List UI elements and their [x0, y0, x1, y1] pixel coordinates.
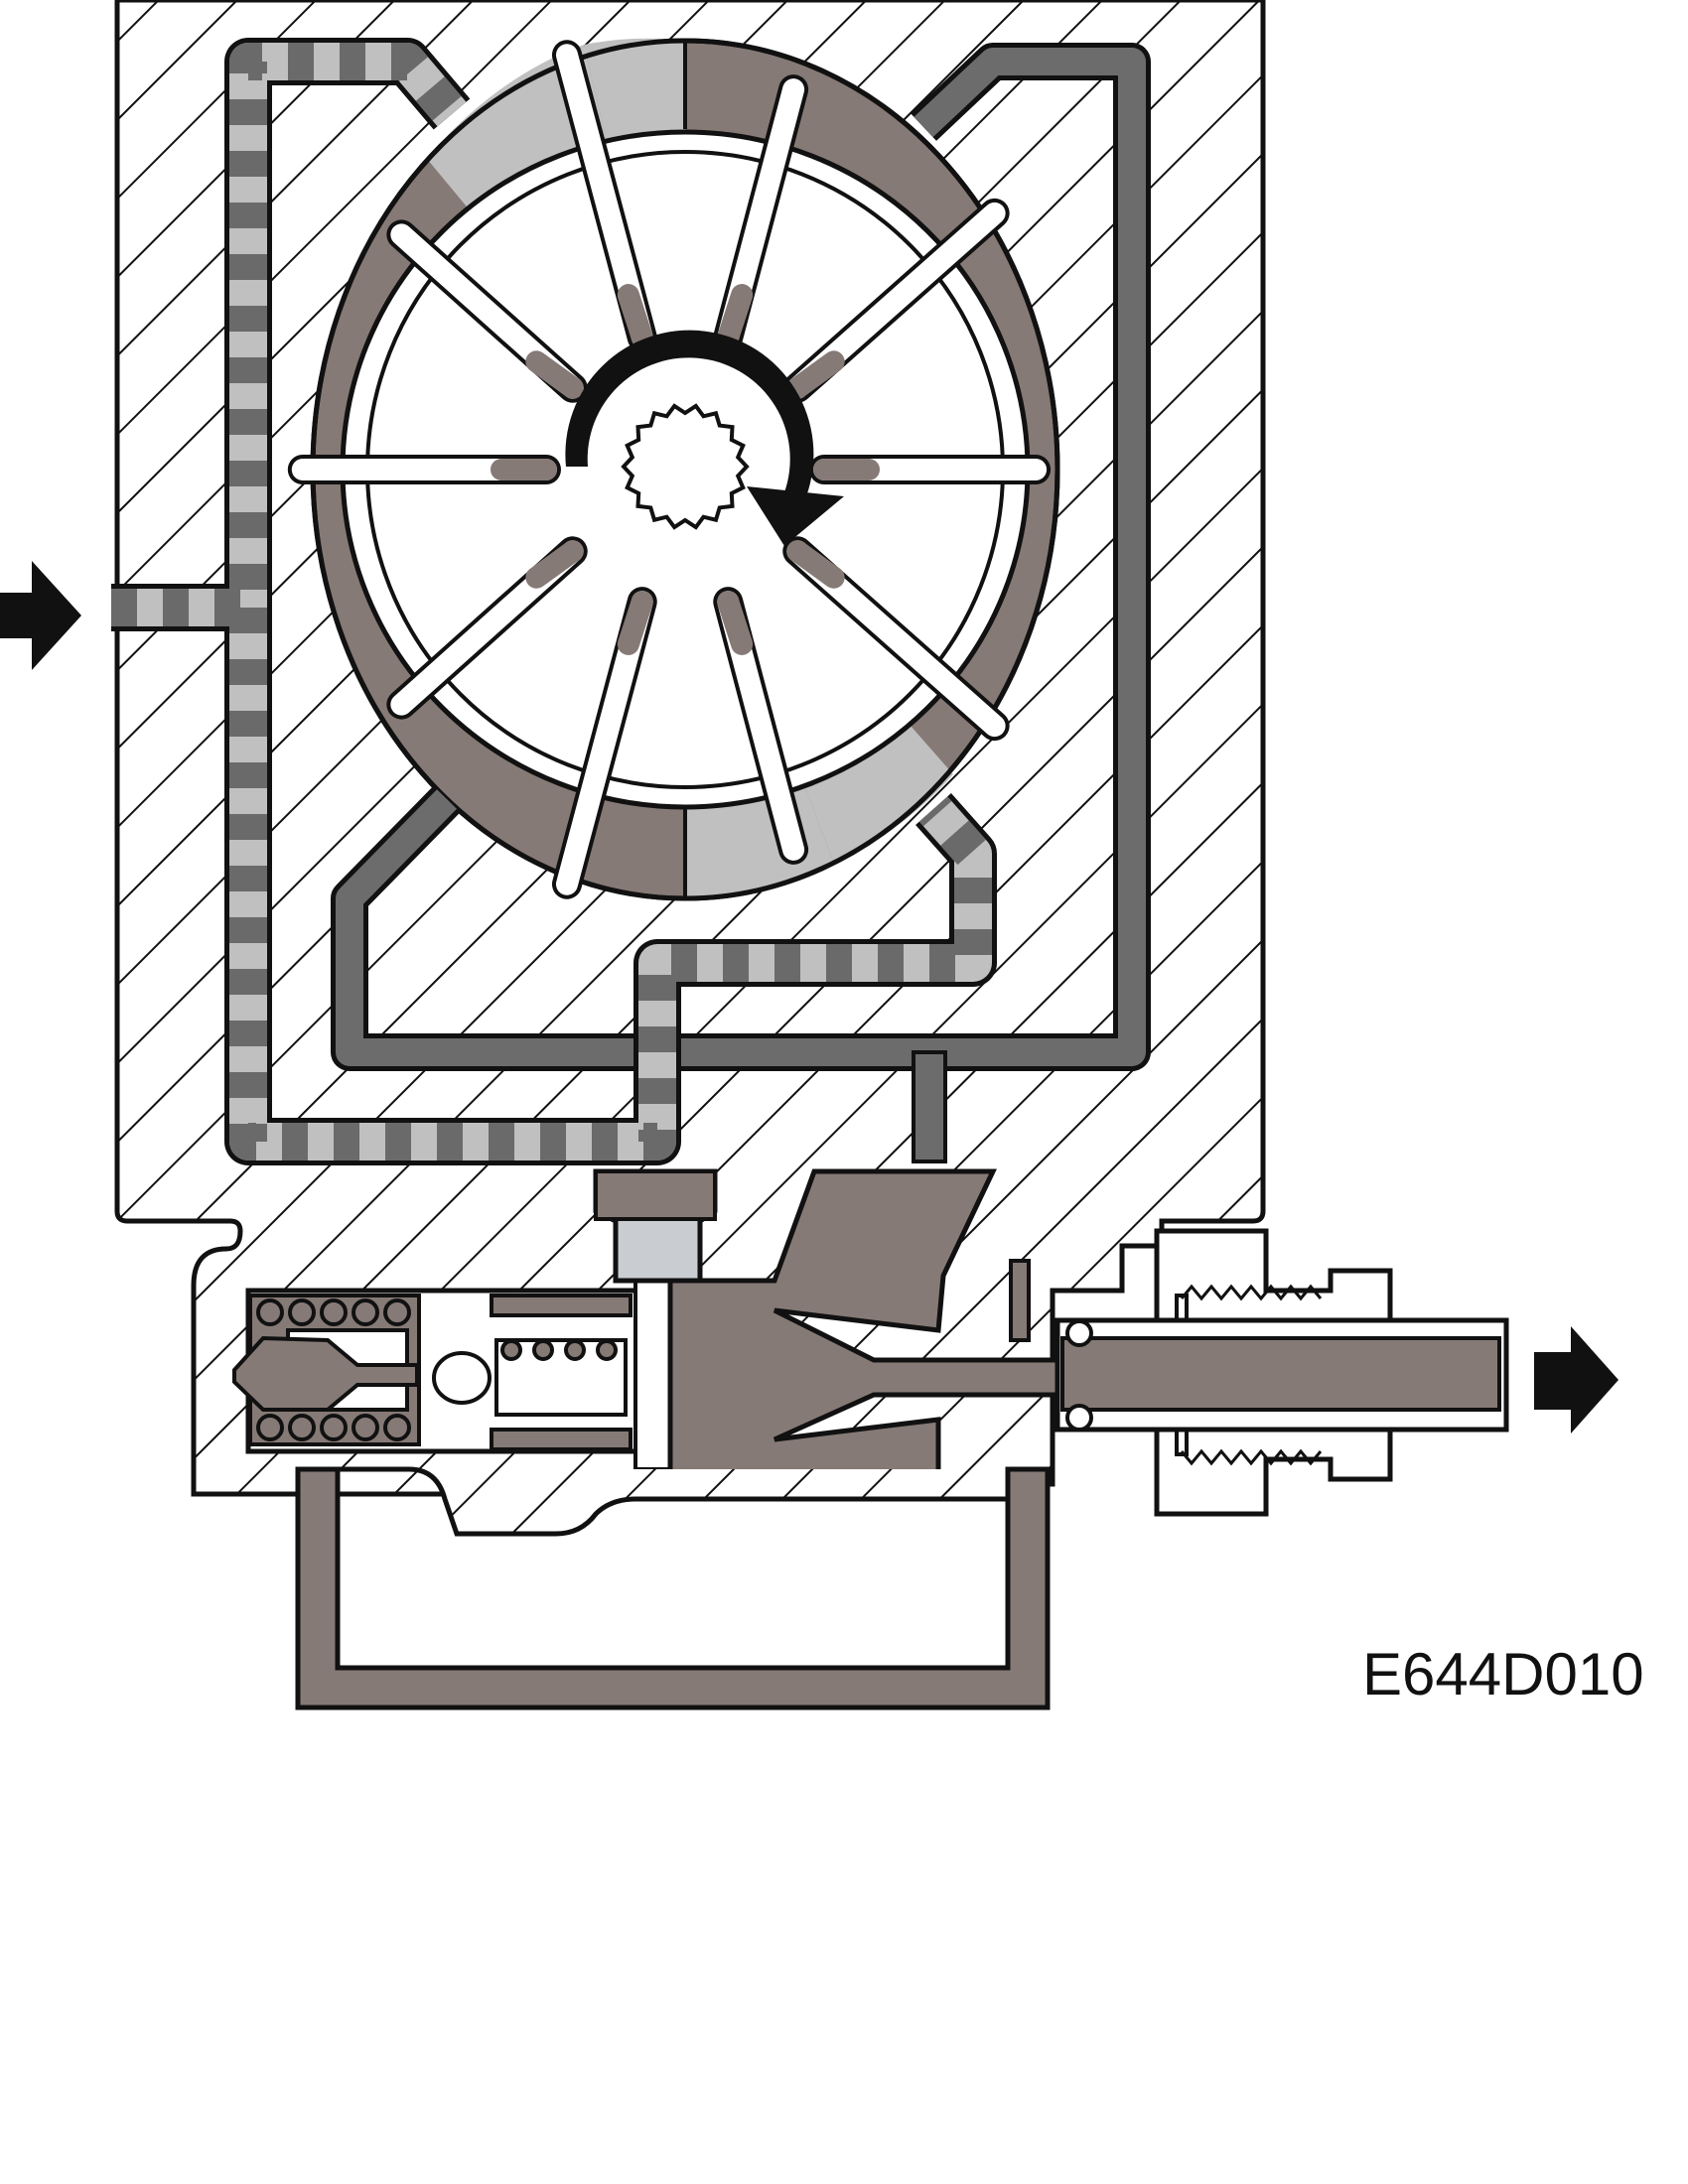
- vane-oil: [717, 591, 754, 655]
- control-piston: [593, 1168, 718, 1284]
- spring-coil: [564, 1339, 586, 1361]
- vanes: [287, 40, 1052, 899]
- vane-oil: [525, 540, 584, 589]
- spring-coil: [320, 1298, 348, 1326]
- relief-ball: [232, 1335, 492, 1412]
- spring-coil: [532, 1339, 554, 1361]
- spring-coil: [383, 1298, 411, 1326]
- spring-coil: [288, 1414, 316, 1441]
- reservoir: [295, 1466, 1051, 1710]
- figure-code-label: E644D010: [1362, 1641, 1644, 1707]
- vane-oil: [717, 284, 754, 348]
- arrow-right-icon: [1534, 1326, 1618, 1433]
- pressure-channel: [331, 43, 1151, 1163]
- outlet-fitting: [1055, 1228, 1509, 1517]
- clockwise-arrow-icon: [565, 330, 844, 546]
- vane-oil: [617, 284, 653, 348]
- spring-coil: [596, 1339, 618, 1361]
- vane-oil: [617, 591, 653, 655]
- vane-oil: [786, 350, 845, 399]
- vane-oil: [786, 540, 845, 589]
- suction-channel: [111, 38, 997, 1165]
- splined-shaft: [621, 403, 750, 530]
- vane-oil: [525, 350, 584, 399]
- arrow-right-icon: [0, 561, 81, 670]
- spring-coil: [256, 1414, 284, 1441]
- spring-coil: [500, 1339, 522, 1361]
- spring-coil: [320, 1414, 348, 1441]
- spring-coil: [256, 1298, 284, 1326]
- spring-coil: [352, 1298, 379, 1326]
- spring-coil: [383, 1414, 411, 1441]
- spring-coil: [352, 1414, 379, 1441]
- spring-coil: [288, 1298, 316, 1326]
